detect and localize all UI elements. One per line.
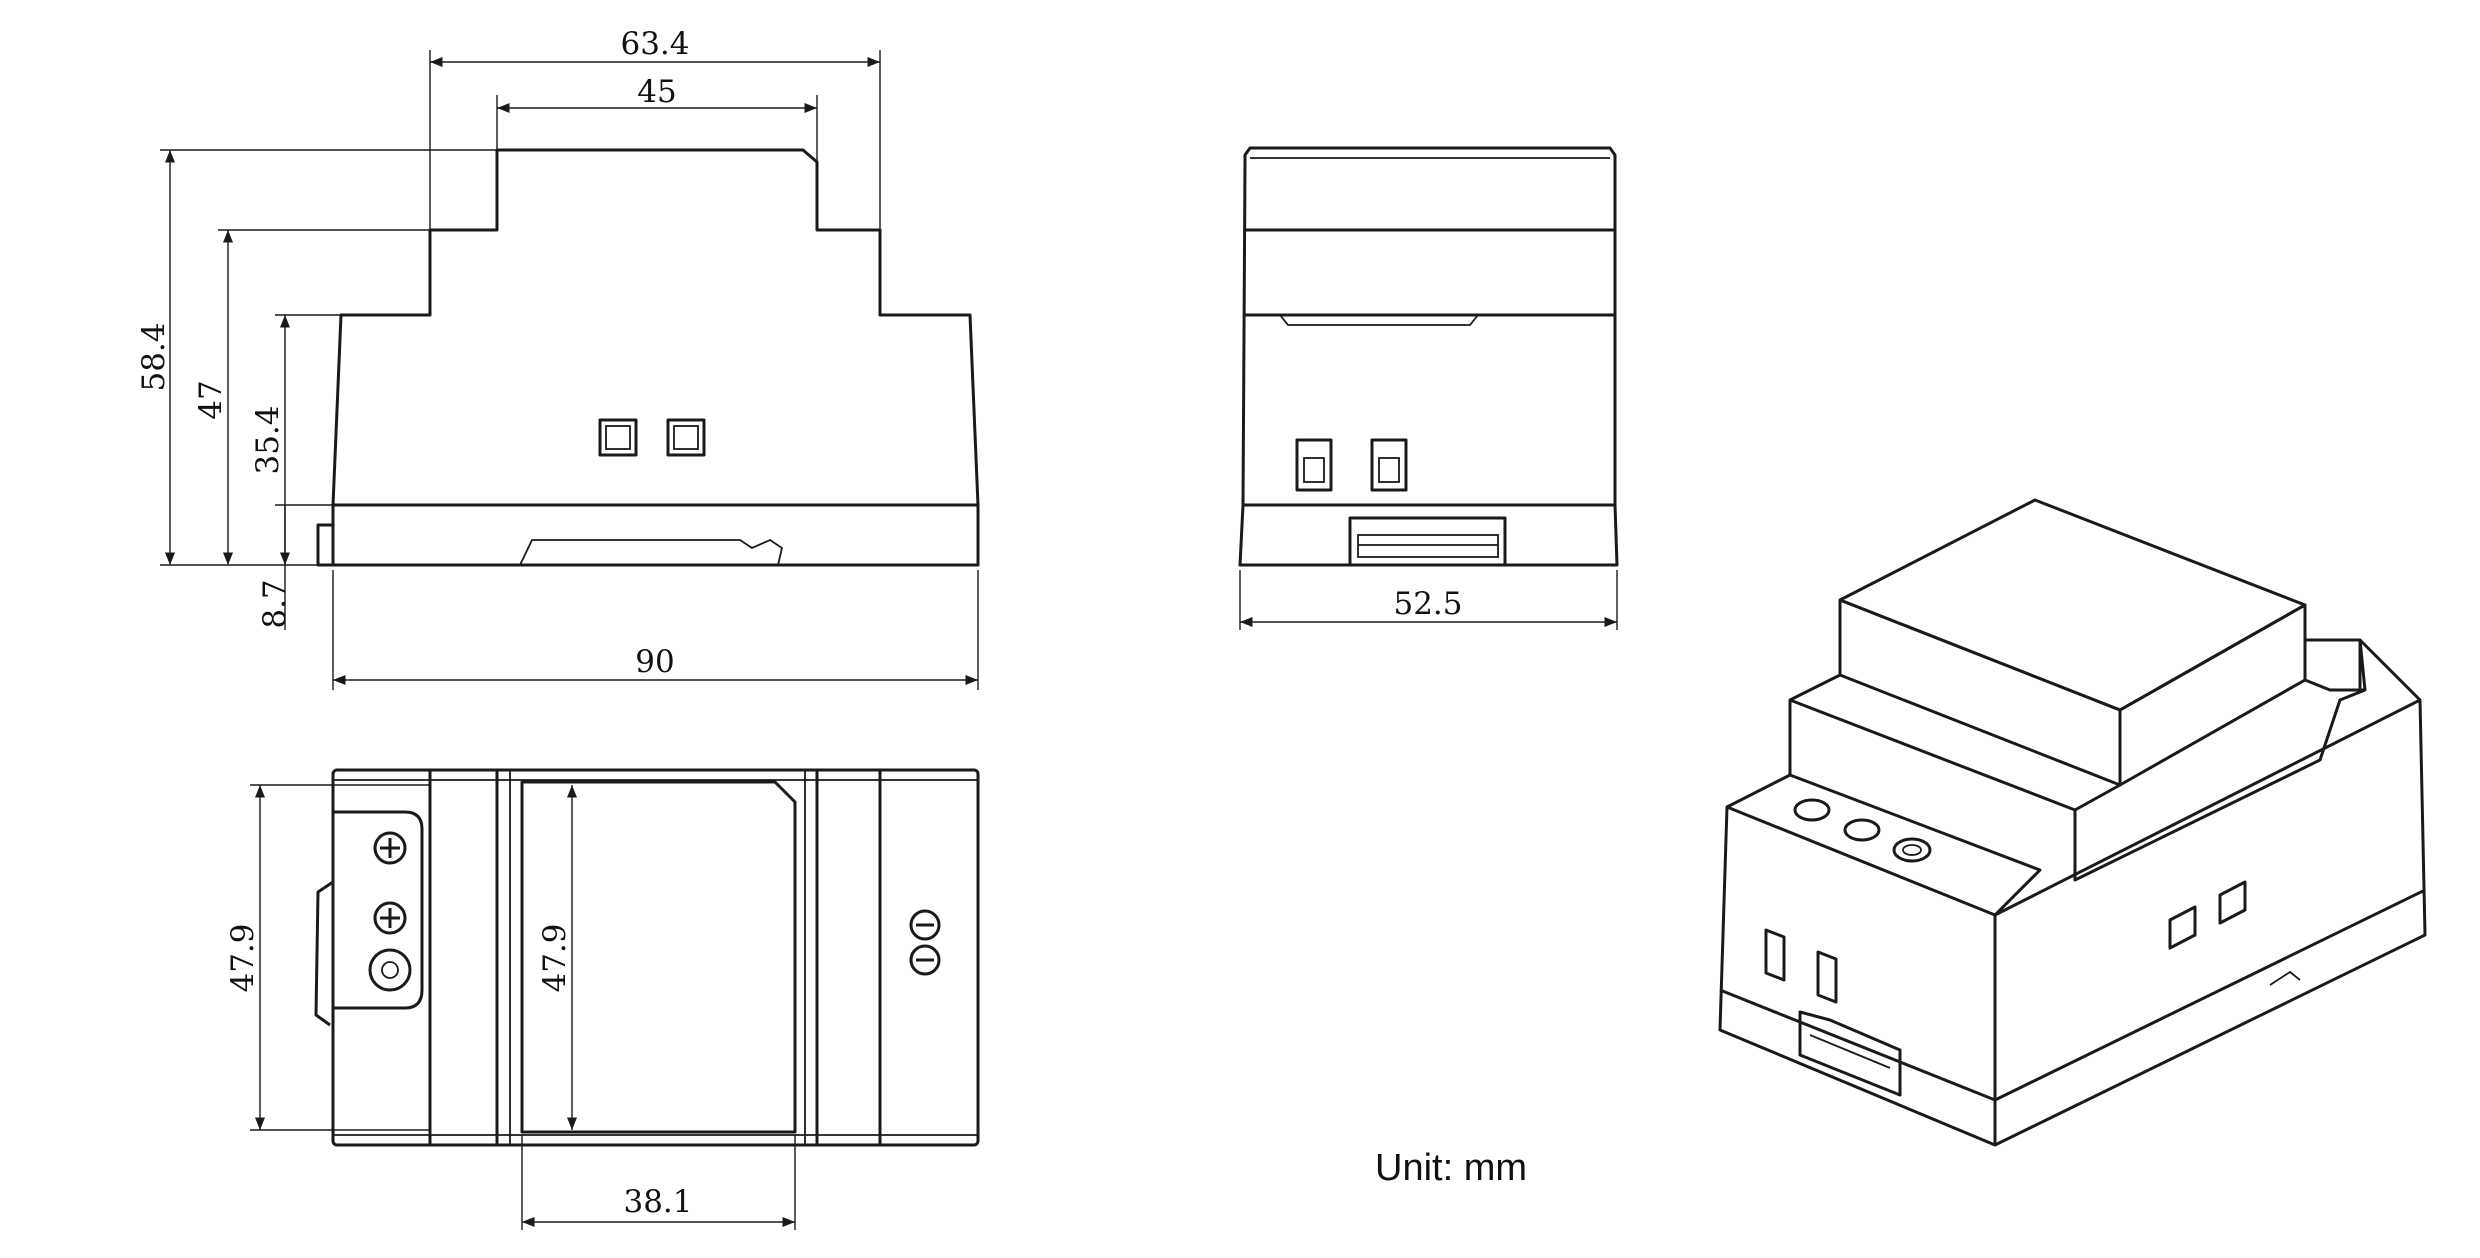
front-terminal-window-1 [598,418,638,457]
iso-terminal-hole [1892,837,1932,863]
isometric-view [1718,498,2427,1147]
screw-icon [373,901,407,935]
iso-base-line [1994,888,2426,1102]
side-terminal-window-2 [1370,438,1408,492]
side-terminal-window-1 [1295,438,1333,492]
front-terminal-window-1-inner [605,425,631,450]
iso-lower-top [1726,773,2042,917]
iso-mid-top [1789,673,2122,812]
iso-terminal-hole [1843,818,1881,842]
dim-front-base-height: 8.7 [257,579,293,628]
iso-terminal-window [1764,928,1786,982]
screw-icon [909,944,941,976]
iso-base-right-face [1994,698,2427,1147]
dim-front-step-width: 45 [637,74,676,110]
screw-icon [909,909,941,941]
side-label-strip [1279,314,1479,326]
iso-right-step [2304,638,2365,692]
front-view: 63.4 45 58.4 47 35.4 8.7 90 [136,26,980,690]
screw-icon [373,831,407,865]
terminal-hole-icon [368,948,412,992]
front-terminal-window-2 [666,418,706,457]
bottom-view: 47.9 47.9 38.1 [225,768,980,1230]
iso-mid-right [2073,638,2422,882]
side-terminal-window-2-inner [1378,457,1400,483]
dim-side-width: 52.5 [1393,586,1462,622]
iso-top-face [1838,498,2307,712]
iso-din-clip [1798,1010,1902,1097]
dim-front-lower-height: 35.4 [250,405,286,474]
dim-front-total-height: 58.4 [136,322,172,391]
front-terminal-window-2-inner [673,425,699,450]
side-view: 52.5 [1238,146,1619,630]
iso-terminal-window [1816,950,1838,1004]
bottom-label-window [520,780,797,1134]
iso-base-front-face [1718,805,1997,1147]
bottom-outline [331,768,980,1147]
dim-front-mid-height: 47 [193,380,229,419]
iso-din-clip-line [1809,1034,1891,1069]
side-din-clip-inner [1357,534,1499,558]
unit-label: Unit: mm [1375,1147,1527,1189]
bottom-terminal-block [333,810,424,1010]
side-terminal-window-1-inner [1303,457,1325,483]
iso-top-right [2119,603,2307,787]
dim-bottom-window-height: 47.9 [537,923,573,992]
iso-terminal-hole-inner [1902,844,1922,856]
iso-terminal-window [2218,880,2247,925]
iso-terminal-window [2168,905,2197,950]
bottom-left-clip [314,880,334,1027]
dim-bottom-window-width: 38.1 [623,1184,692,1220]
dim-bottom-height: 47.9 [225,923,261,992]
side-din-clip [1348,516,1507,567]
iso-base-line [1719,988,1996,1102]
dim-front-total-width: 90 [635,644,674,680]
side-outline [1238,146,1619,567]
dim-front-top-width: 63.4 [620,26,689,62]
front-din-notch [519,538,784,566]
iso-terminal-hole [1793,798,1831,822]
iso-din-notch [2269,970,2301,986]
front-outline [331,148,980,567]
front-left-clip [316,523,333,567]
